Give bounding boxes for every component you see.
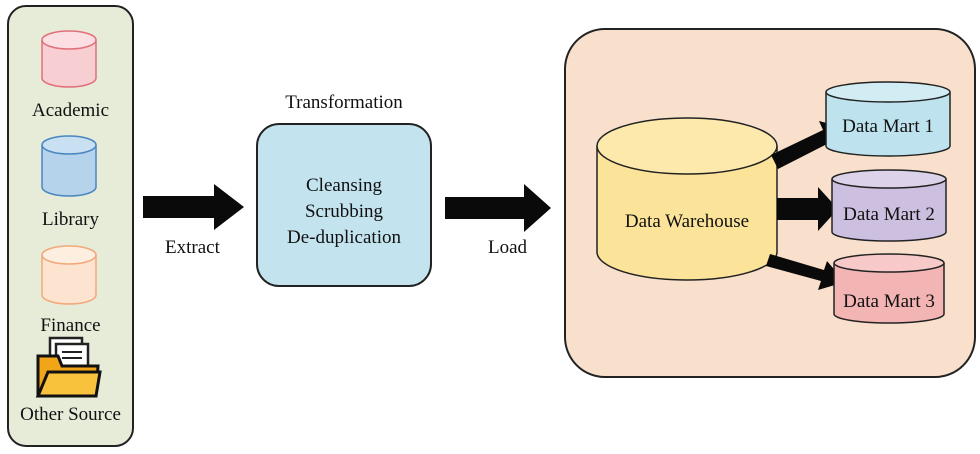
transformation-step-scrubbing: Scrubbing [304,201,384,222]
transformation-title: Transformation [285,92,403,113]
data-warehouse-label: Data Warehouse [624,211,750,232]
load-label: Load [488,237,528,258]
data-mart-1-icon [825,81,951,157]
library-database-icon [41,135,97,197]
source-label-other: Other Source [20,404,121,425]
source-label-library: Library [42,209,99,230]
folder-icon [35,336,102,398]
extract-arrow [143,184,244,230]
load-arrow [445,184,551,232]
data-mart-3-icon [833,253,945,324]
source-label-finance: Finance [40,315,101,336]
source-label-academic: Academic [31,100,109,121]
transformation-box [256,123,432,287]
data-warehouse-icon [596,117,778,281]
data-mart-2-label: Data Mart 2 [843,204,935,225]
mart-3-arrow [766,254,845,290]
data-mart-2-icon [831,169,947,242]
extract-label: Extract [165,237,220,258]
academic-database-icon [41,30,97,88]
finance-database-icon [41,245,97,305]
sources-panel [7,5,134,447]
data-mart-3-label: Data Mart 3 [843,291,935,312]
data-mart-1-label: Data Mart 1 [842,116,934,137]
transformation-step-deduplication: De-duplication [287,227,401,248]
transformation-step-cleansing: Cleansing [306,175,382,196]
mart-2-arrow [777,187,838,231]
